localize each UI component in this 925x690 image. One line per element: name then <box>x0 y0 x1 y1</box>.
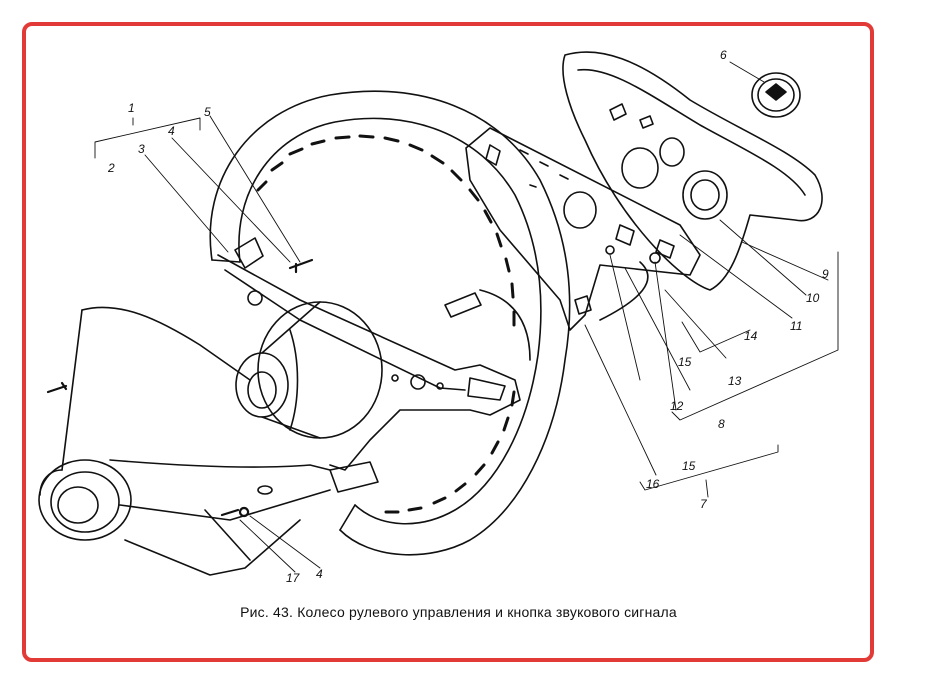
screws <box>46 258 314 518</box>
callout-10: 10 <box>806 291 820 305</box>
figure-frame <box>22 22 874 662</box>
callout-5: 5 <box>204 105 211 119</box>
callout-4-bottom: 4 <box>316 567 323 581</box>
figure-caption: Рис. 43. Колесо рулевого управления и кн… <box>0 604 925 620</box>
callout-7: 7 <box>700 497 708 511</box>
callout-6: 6 <box>720 48 727 62</box>
wheel-spokes <box>217 237 521 493</box>
lower-shroud <box>38 306 331 576</box>
callout-15-upper: 15 <box>678 355 692 369</box>
figure-caption-text: Рис. 43. Колесо рулевого управления и кн… <box>240 604 677 620</box>
callout-labels: 1 2 3 4 5 6 7 8 9 10 11 12 13 14 15 15 1… <box>107 48 829 585</box>
horn-button-cover <box>562 51 823 291</box>
callout-4-top: 4 <box>168 124 175 138</box>
callout-9: 9 <box>822 267 829 281</box>
emblem-disc <box>751 72 801 118</box>
callout-17: 17 <box>286 571 301 585</box>
callout-8: 8 <box>718 417 725 431</box>
callout-12: 12 <box>670 399 684 413</box>
wheel-hub <box>235 301 383 439</box>
leader-lines <box>94 61 839 573</box>
contact-plate <box>465 127 701 331</box>
callout-15-lower: 15 <box>682 459 696 473</box>
callout-2: 2 <box>107 161 115 175</box>
steering-wheel-rim <box>209 90 571 556</box>
callout-13: 13 <box>728 374 742 388</box>
callout-16: 16 <box>646 477 660 491</box>
callout-14: 14 <box>744 329 758 343</box>
callout-1: 1 <box>128 101 135 115</box>
horn-wire <box>444 261 649 361</box>
callout-3: 3 <box>138 142 145 156</box>
callout-11: 11 <box>790 319 802 333</box>
